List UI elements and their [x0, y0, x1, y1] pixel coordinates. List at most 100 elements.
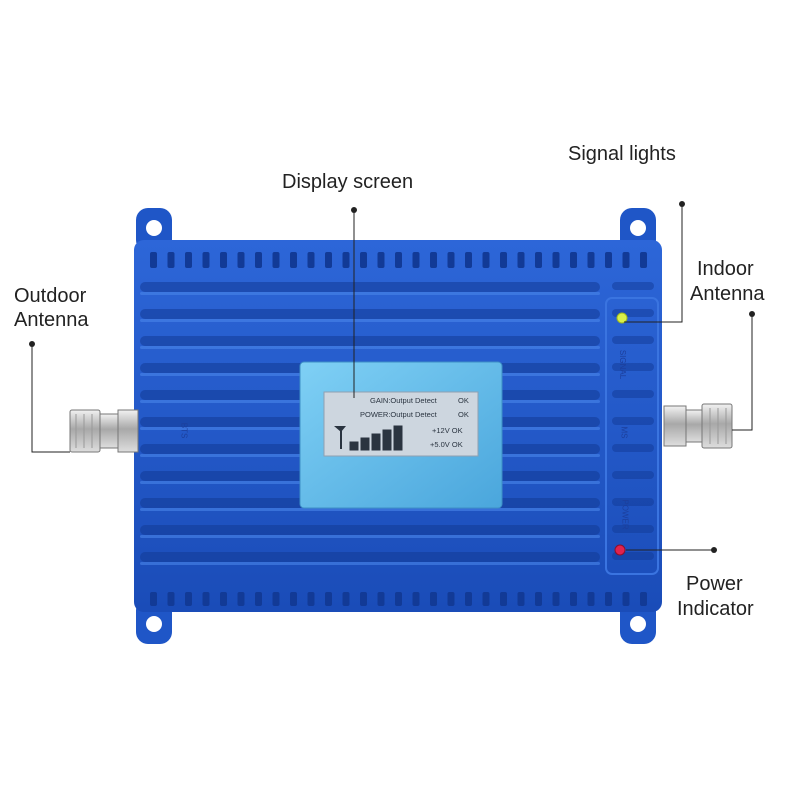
- leader-dots: [29, 201, 755, 553]
- top-notch: [517, 252, 525, 268]
- bottom-notch: [587, 592, 595, 606]
- bottom-notch: [167, 592, 175, 606]
- fin-groove-right: [612, 390, 654, 398]
- fin-groove-right: [612, 525, 654, 533]
- bottom-notch: [465, 592, 472, 606]
- bottom-notch: [605, 592, 612, 606]
- bottom-notch: [220, 592, 227, 606]
- signal-marking: SIGNAL: [618, 349, 628, 380]
- display-screen-callout: Display screen: [282, 171, 414, 193]
- fin-groove-right: [612, 336, 654, 344]
- antenna-icon: [334, 426, 346, 449]
- lcd-power-status: OK: [458, 410, 469, 419]
- fin-groove-right: [612, 363, 654, 371]
- top-notch: [255, 252, 262, 268]
- outdoor-antenna-connector: [69, 409, 139, 453]
- bottom-notch: [430, 592, 437, 606]
- top-notch: [640, 252, 647, 268]
- top-notch: [570, 252, 577, 268]
- indoor-antenna-callout-line2: Antenna: [690, 283, 765, 305]
- top-notch: [447, 252, 455, 268]
- bottom-notch: [482, 592, 490, 606]
- lcd-5v-status: +5.0V OK: [430, 440, 463, 449]
- power-indicator-led: [614, 544, 626, 556]
- fin-highlight: [140, 346, 600, 349]
- signal-bar: [360, 437, 370, 451]
- bottom-notch-row: [150, 592, 647, 606]
- power-indicator-callout-line2: Indicator: [677, 598, 754, 620]
- bottom-notch: [640, 592, 647, 606]
- lcd-power-label: POWER:Output Detect: [360, 410, 437, 419]
- top-notch: [307, 252, 315, 268]
- bottom-notch: [570, 592, 577, 606]
- bottom-notch: [202, 592, 210, 606]
- top-notch: [202, 252, 210, 268]
- fin-groove-right: [612, 417, 654, 425]
- top-notch: [552, 252, 560, 268]
- fin-highlight: [140, 292, 600, 295]
- fin-groove-right: [612, 282, 654, 290]
- top-notch: [535, 252, 542, 268]
- top-notch: [325, 252, 332, 268]
- top-notch: [150, 252, 157, 268]
- bottom-notch: [185, 592, 192, 606]
- bottom-notch: [272, 592, 280, 606]
- bottom-notch: [290, 592, 297, 606]
- top-notch: [605, 252, 612, 268]
- indoor-antenna-callout-line1: Indoor: [697, 258, 754, 280]
- bottom-notch: [377, 592, 385, 606]
- right-panel: [605, 297, 659, 575]
- bottom-notch: [307, 592, 315, 606]
- lcd-gain-label: GAIN:Output Detect: [370, 396, 437, 405]
- bottom-notch: [622, 592, 630, 606]
- fin-groove: [140, 552, 600, 562]
- top-notch: [185, 252, 192, 268]
- top-notch: [360, 252, 367, 268]
- top-notch: [290, 252, 297, 268]
- top-notch-row: [150, 252, 647, 268]
- bottom-notch: [412, 592, 420, 606]
- power-marking: POWER: [620, 499, 630, 530]
- top-notch: [395, 252, 402, 268]
- bottom-notch: [255, 592, 262, 606]
- signal-lights-callout: Signal lights: [568, 143, 676, 165]
- top-notch: [465, 252, 472, 268]
- fin-groove: [140, 336, 600, 346]
- fin-groove: [140, 282, 600, 292]
- indoor-antenna-connector: [663, 403, 733, 449]
- signal-bar: [393, 425, 403, 451]
- top-notch: [622, 252, 630, 268]
- fin-groove: [140, 525, 600, 535]
- top-notch: [430, 252, 437, 268]
- top-notch: [220, 252, 227, 268]
- top-notch: [342, 252, 350, 268]
- bottom-notch: [552, 592, 560, 606]
- top-notch: [167, 252, 175, 268]
- signal-bar: [371, 433, 381, 451]
- bottom-notch: [360, 592, 367, 606]
- bts-marking: BTS: [179, 422, 189, 439]
- top-notch: [587, 252, 595, 268]
- outdoor-antenna-callout-line2: Antenna: [14, 309, 89, 331]
- top-notch: [237, 252, 245, 268]
- bottom-notch: [237, 592, 245, 606]
- fin-highlight: [140, 562, 600, 565]
- fin-groove: [140, 309, 600, 319]
- top-notch: [482, 252, 490, 268]
- fin-highlight: [140, 319, 600, 322]
- fin-groove-right: [612, 498, 654, 506]
- top-notch: [272, 252, 280, 268]
- signal-bar: [382, 429, 392, 451]
- lcd-gain-status: OK: [458, 396, 469, 405]
- signal-light-led: [616, 312, 628, 324]
- bottom-notch: [447, 592, 455, 606]
- ms-marking: MS: [619, 426, 629, 439]
- bottom-notch: [535, 592, 542, 606]
- top-notch: [377, 252, 385, 268]
- fin-groove-right: [612, 471, 654, 479]
- signal-bars: [349, 425, 403, 451]
- bottom-notch: [395, 592, 402, 606]
- top-notch: [412, 252, 420, 268]
- bottom-notch: [517, 592, 525, 606]
